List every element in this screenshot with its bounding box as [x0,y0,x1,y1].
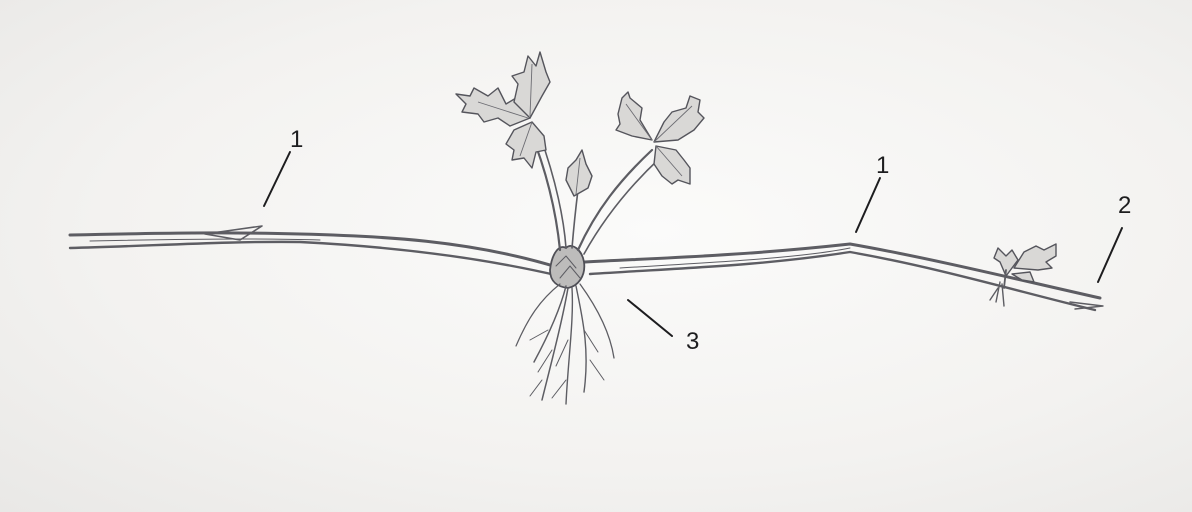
leaf-small-center [566,150,592,196]
callout-line-1-right [856,178,880,232]
leaf-left [456,52,550,168]
runner-left [70,226,560,276]
label-1-right: 1 [876,154,889,178]
plant-stems [530,130,660,254]
callout-line-1-left [264,152,290,206]
leaf-right [616,92,704,184]
callout-line-3 [628,300,672,336]
plant-crown [550,246,584,288]
label-1-left: 1 [290,128,303,152]
callout-line-2 [1098,228,1122,282]
label-3: 3 [686,330,699,354]
label-2: 2 [1118,194,1131,218]
roots [516,284,614,404]
